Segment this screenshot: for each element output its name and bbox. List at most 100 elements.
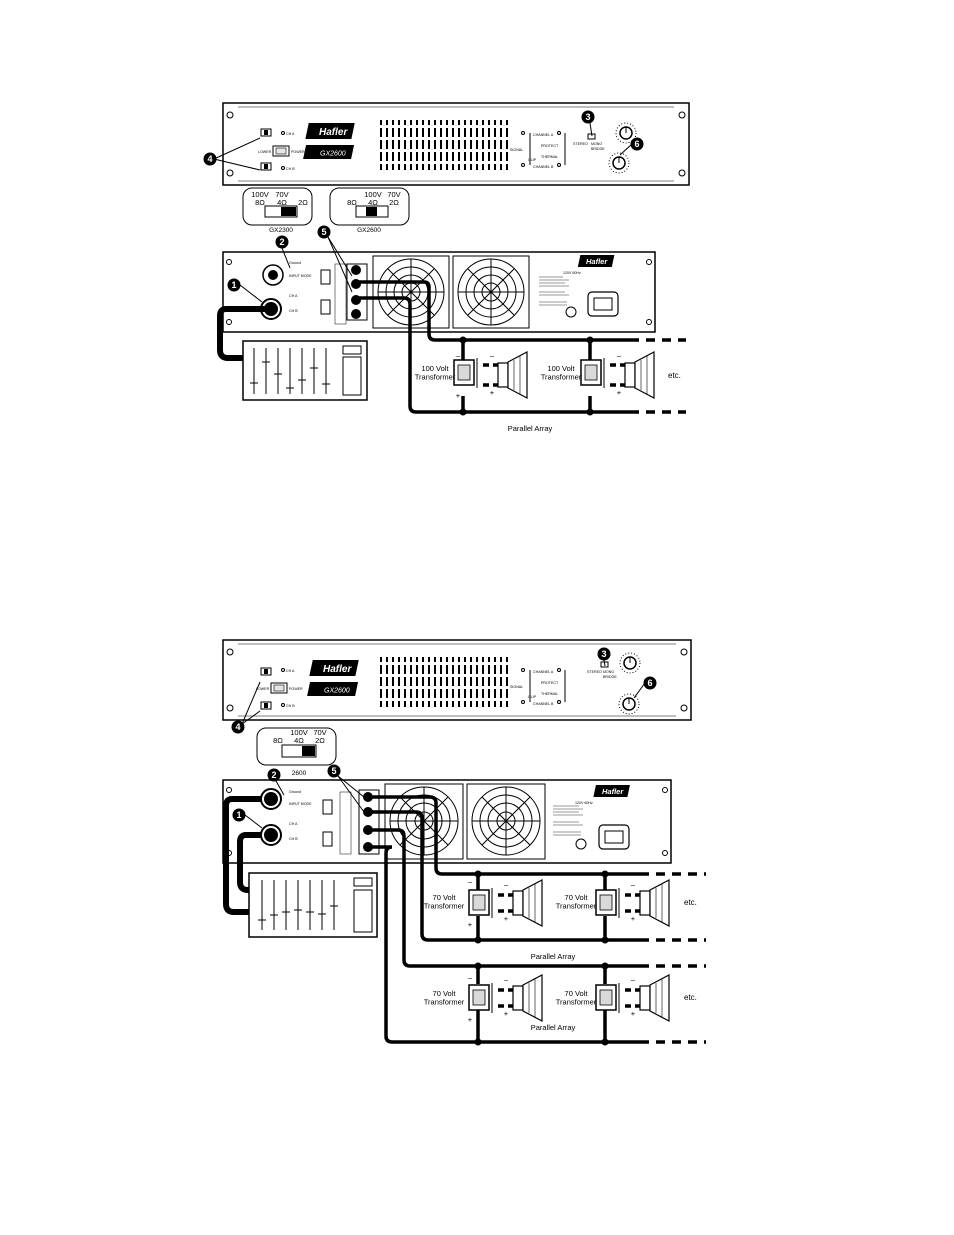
ch-a-label: CH A bbox=[286, 132, 295, 136]
svg-text:MONO: MONO bbox=[591, 142, 602, 146]
svg-text:2: 2 bbox=[279, 237, 284, 247]
callout-3-top: 3 bbox=[581, 110, 595, 137]
parallel-array-label-bottom-1: Parallel Array bbox=[531, 952, 576, 961]
breaker bbox=[575, 838, 587, 850]
svg-text:LOWER: LOWER bbox=[256, 687, 270, 691]
impedance-switch-b[interactable] bbox=[260, 162, 272, 171]
indicator-block: CHANNEL A CHANNEL B SIGNAL CLIP PROTECT … bbox=[510, 668, 566, 706]
gain-knob-b[interactable] bbox=[608, 152, 630, 174]
rear-logo: Hafler bbox=[577, 255, 615, 267]
ac-inlet bbox=[587, 291, 619, 317]
speaker-bottom-1: – + bbox=[498, 879, 543, 927]
svg-text:4: 4 bbox=[235, 722, 240, 732]
ac-inlet bbox=[598, 824, 630, 850]
impedance-switch-a[interactable] bbox=[260, 128, 272, 137]
rear-panel: Ground INPUT MODE CH A CH B bbox=[222, 779, 672, 864]
svg-text:3: 3 bbox=[601, 649, 606, 659]
svg-text:Hafler: Hafler bbox=[586, 257, 608, 266]
input-jack-a[interactable] bbox=[260, 788, 282, 810]
impedance-switch-a[interactable] bbox=[260, 667, 272, 676]
switch-legend-gx2300: 100V 70V 8Ω 4Ω 2Ω GX2300 bbox=[242, 187, 313, 234]
etc-label-top: etc. bbox=[668, 371, 681, 380]
svg-text:+: + bbox=[468, 920, 473, 929]
svg-text:–: – bbox=[504, 880, 509, 889]
svg-text:70V: 70V bbox=[313, 728, 326, 737]
svg-text:SIGNAL: SIGNAL bbox=[510, 685, 523, 689]
callout-1-top: 1 bbox=[227, 278, 263, 303]
svg-text:4Ω: 4Ω bbox=[368, 198, 378, 207]
impedance-switch-b[interactable] bbox=[260, 701, 272, 710]
thermal-label: THERMAL bbox=[541, 155, 558, 159]
svg-text:–: – bbox=[631, 975, 636, 984]
input-cable-bottom-a bbox=[223, 796, 262, 915]
svg-text:2600: 2600 bbox=[292, 770, 307, 777]
svg-text:6: 6 bbox=[647, 678, 652, 688]
callout-1-bottom: 1 bbox=[232, 808, 263, 829]
power-switch[interactable] bbox=[272, 145, 290, 157]
svg-text:CH A: CH A bbox=[289, 822, 298, 826]
callout-2-bottom: 2 bbox=[267, 768, 285, 796]
speaker-top-2: – + bbox=[610, 351, 655, 399]
breaker bbox=[565, 306, 577, 318]
ch-b-label: CH B bbox=[286, 167, 295, 171]
gain-knob-a[interactable] bbox=[619, 652, 641, 674]
hafler-logo: Hafler bbox=[305, 123, 355, 139]
lamp-b-label: CHANNEL B bbox=[533, 165, 554, 169]
front-panel: CH A CH B LOWER POWER Hafler GX2600 bbox=[222, 639, 692, 721]
model-logo: GX2600 bbox=[303, 145, 355, 159]
rear-fine-print: 120V 60Hz bbox=[553, 801, 593, 836]
dashed-extension-bottom bbox=[640, 872, 706, 1044]
svg-text:Ground: Ground bbox=[289, 790, 301, 794]
mixer-bottom bbox=[248, 872, 378, 938]
output-binding-posts[interactable] bbox=[346, 263, 368, 321]
input-jack-a[interactable] bbox=[262, 264, 284, 286]
cooling-fan-b bbox=[452, 255, 530, 329]
input-cable-bottom-b bbox=[237, 832, 262, 893]
power-switch[interactable] bbox=[270, 682, 288, 694]
svg-text:–: – bbox=[456, 351, 461, 360]
callout-2-top: 2 bbox=[275, 235, 291, 269]
gain-knob-a[interactable] bbox=[615, 122, 637, 144]
front-panel: CH A CH B LOWER POWER Hafler GX2600 bbox=[222, 102, 690, 186]
svg-text:STEREO: STEREO bbox=[573, 142, 588, 146]
rear-logo: Hafler bbox=[593, 785, 630, 797]
svg-text:BRIDGE: BRIDGE bbox=[591, 147, 605, 151]
input-jack-b[interactable] bbox=[260, 824, 282, 846]
svg-text:–: – bbox=[631, 880, 636, 889]
svg-text:–: – bbox=[504, 975, 509, 984]
etc-label-bottom-1: etc. bbox=[684, 898, 697, 907]
callout-6-top: 6 bbox=[619, 137, 644, 156]
svg-text:GX2600: GX2600 bbox=[324, 688, 350, 695]
svg-text:100V: 100V bbox=[290, 728, 308, 737]
svg-text:6: 6 bbox=[634, 139, 639, 149]
callout-6-bottom: 6 bbox=[633, 676, 657, 699]
switch-legend-2600: 100V 70V 8Ω 4Ω 2Ω 2600 bbox=[256, 727, 337, 777]
svg-text:+: + bbox=[490, 388, 495, 397]
parallel-array-label-bottom-2: Parallel Array bbox=[531, 1023, 576, 1032]
svg-text:CH B: CH B bbox=[286, 704, 295, 708]
svg-text:8Ω: 8Ω bbox=[347, 198, 357, 207]
svg-text:Hafler: Hafler bbox=[323, 664, 352, 675]
svg-text:GX2600: GX2600 bbox=[357, 227, 381, 234]
power-short-label: LOWER bbox=[258, 150, 272, 154]
svg-text:BRIDGE: BRIDGE bbox=[603, 675, 617, 679]
input-cable-top bbox=[217, 306, 271, 361]
svg-text:MONO: MONO bbox=[603, 670, 614, 674]
svg-text:120V 60Hz: 120V 60Hz bbox=[575, 801, 593, 805]
svg-text:Hafler: Hafler bbox=[602, 787, 624, 796]
svg-text:INPUT MODE: INPUT MODE bbox=[289, 802, 312, 806]
svg-text:CH A: CH A bbox=[286, 669, 295, 673]
svg-text:4: 4 bbox=[207, 154, 212, 164]
speaker-wiring-bottom bbox=[368, 795, 640, 1044]
gain-knob-b[interactable] bbox=[618, 693, 640, 715]
front-vents bbox=[376, 657, 508, 707]
svg-text:+: + bbox=[468, 1015, 473, 1024]
switch-legend-gx2600: 100V 70V 8Ω 4Ω 2Ω GX2600 bbox=[329, 187, 410, 234]
svg-text:–: – bbox=[490, 351, 495, 360]
